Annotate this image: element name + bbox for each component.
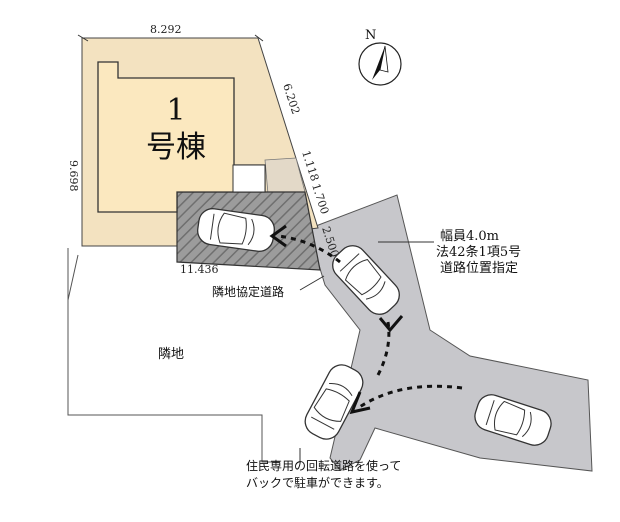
agreement-leader: [299, 275, 325, 291]
neighbor-label: 隣地: [158, 346, 184, 362]
road-law: 法42条1項5号: [436, 244, 521, 260]
note-line-2: バックで駐車ができます。: [246, 475, 389, 490]
neighbor-lot-outline: [67, 248, 280, 463]
turning-road: [307, 194, 593, 472]
building-name: 号棟: [146, 130, 206, 165]
agreement-road-label: 隣地協定道路: [212, 284, 284, 299]
road-designation: 道路位置指定: [440, 260, 518, 276]
direction-arrow-icon: [349, 391, 371, 415]
dim-bottom: 11.436: [180, 263, 219, 276]
compass-letter: N: [365, 28, 376, 43]
note-line-1: 住民専用の回転道路を使って: [246, 458, 401, 473]
direction-arrow-icon: [269, 224, 287, 248]
maneuver-path: [277, 234, 341, 264]
road-width: 幅員4.0m: [440, 229, 499, 244]
garden-area: [264, 157, 306, 195]
direction-arrow-icon: [378, 315, 404, 333]
dim-right-upper: 6.202: [280, 82, 302, 116]
neighbor-lot-top: [67, 254, 79, 301]
maneuver-path: [357, 384, 463, 410]
dim-top: 8.292: [150, 23, 182, 36]
building-number: 1: [166, 93, 185, 128]
dim-left: 9.698: [67, 160, 80, 192]
north-arrow-icon: N: [358, 28, 402, 86]
porch: [232, 164, 266, 193]
